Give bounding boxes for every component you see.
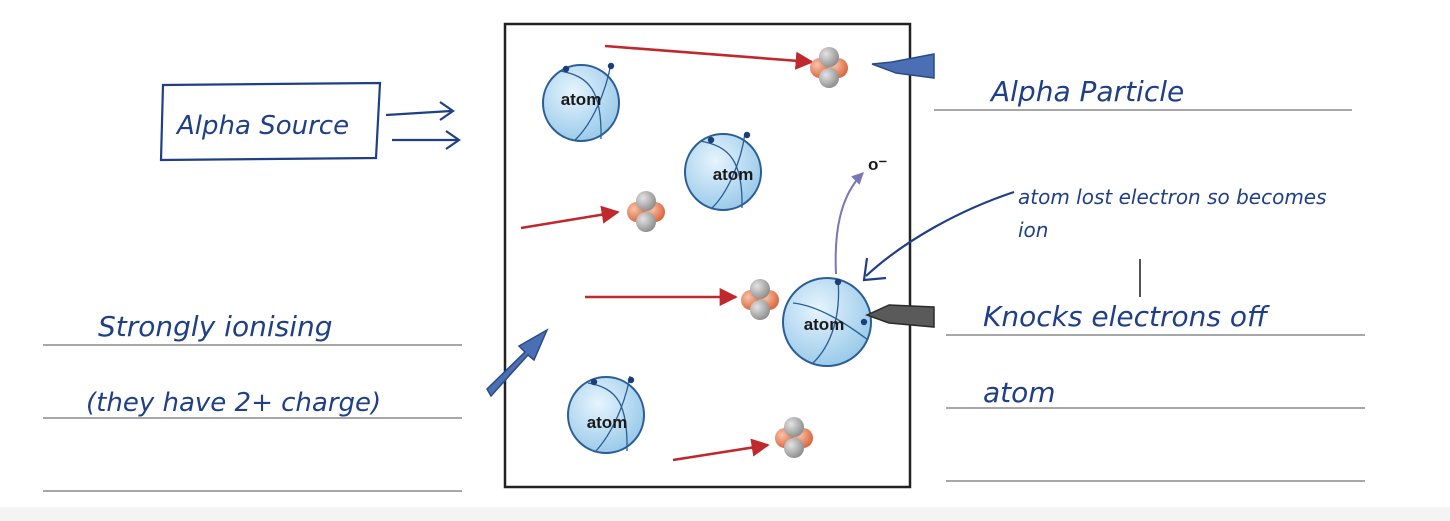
footer-strip [0,507,1450,521]
atom-label: atom [587,413,628,432]
ionising-line2: (they have 2+ charge) [86,388,381,418]
knocks-line1: Knocks electrons off [983,300,1270,333]
ion-note-line2: ion [1018,218,1048,242]
atom-label: atom [713,165,754,184]
alpha-particle-pointer-icon [871,53,935,79]
alpha-path-1 [604,44,814,70]
alpha-paths [520,44,814,462]
source-arrows-icon [385,101,461,150]
atom-label: atom [561,90,602,109]
ionising-pointer-icon [486,328,549,398]
alpha-particle-label: Alpha Particle [989,75,1184,108]
ion-pointer-head [862,257,887,282]
atom: atom [542,62,620,142]
electron-path [834,172,864,275]
atom: atom [782,277,872,367]
ruled-lines [43,109,1365,492]
ionising-line1: Strongly ionising [98,310,333,343]
alpha-path-4 [672,438,770,462]
knocks-pointer-icon [865,304,935,328]
atom-label: atom [804,315,845,334]
ion-pointer-arrow [865,190,1015,277]
alpha-path-2 [520,205,620,230]
alpha-source-label: Alpha Source [175,111,349,141]
knocks-line2: atom [983,376,1056,409]
atom: atom [567,375,645,454]
ion-note-line1: atom lost electron so becomes [1018,185,1327,209]
electron-label: o⁻ [868,155,887,174]
alpha-source-box [159,81,382,162]
atom: atom [684,131,762,211]
